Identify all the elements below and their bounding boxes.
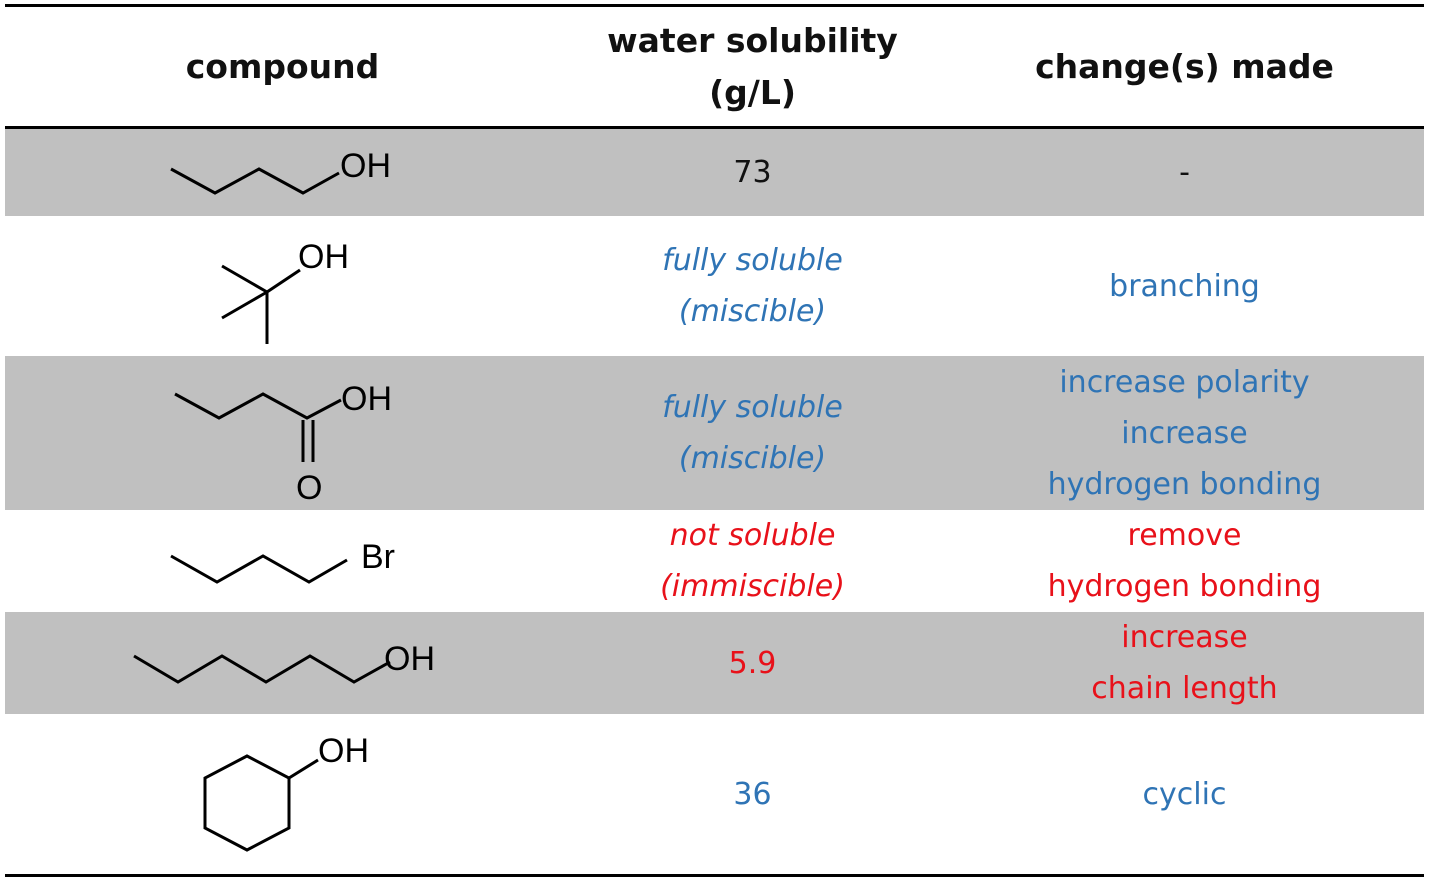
hydroxyl-bond (288, 758, 319, 780)
solubility-value-line1: fully soluble (662, 390, 843, 425)
compound-cell: OH (5, 129, 560, 216)
changes-value-line2: increase (1121, 415, 1248, 451)
compound-cell: OH (5, 612, 560, 714)
solubility-cell: fully soluble (miscible) (560, 356, 945, 510)
hydroxyl-label: OH (341, 380, 392, 418)
carbon-chain (170, 554, 348, 584)
table-row: OH fully soluble (miscible) branching (5, 216, 1424, 356)
hydroxyl-label: OH (298, 238, 349, 276)
bromobutane-structure: Br (170, 538, 395, 584)
table-top-rule (5, 4, 1424, 7)
carbon-chain (174, 392, 342, 420)
header-solubility-line2: (g/L) (709, 72, 796, 112)
header-solubility-line1: water solubility (607, 20, 898, 60)
changes-cell: increase chain length (945, 612, 1424, 714)
hydroxyl-label: OH (384, 640, 435, 678)
cyclohexane-ring (203, 754, 291, 852)
table-row: OH O fully soluble (miscible) increase p… (5, 356, 1424, 510)
hydroxyl-label: OH (318, 732, 369, 770)
table-header: compound water solubility (g/L) change(s… (5, 7, 1424, 126)
changes-value-line2: hydrogen bonding (1047, 569, 1322, 604)
carbon-chain (133, 654, 391, 684)
bromine-label: Br (361, 538, 395, 576)
compound-cell: OH (5, 714, 560, 874)
tert-butanol-structure: OH (221, 238, 349, 344)
header-compound-cell: compound (5, 7, 560, 126)
compound-cell: OH (5, 216, 560, 356)
hydroxyl-label: OH (340, 147, 391, 185)
changes-value: branching (1109, 268, 1260, 304)
solubility-value-line2: (immiscible) (660, 569, 845, 604)
header-changes: change(s) made (1035, 46, 1334, 86)
solubility-value: 36 (733, 776, 772, 812)
table-row: OH 5.9 increase chain length (5, 612, 1424, 714)
solubility-cell: not soluble (immiscible) (560, 510, 945, 612)
butanoic-acid-structure: OH O (174, 380, 392, 507)
solubility-value-line1: fully soluble (662, 243, 843, 278)
changes-value-line1: increase (1121, 620, 1248, 655)
changes-value: cyclic (1142, 776, 1227, 812)
hexanol-structure: OH (133, 640, 435, 684)
table-bottom-rule (5, 874, 1424, 877)
header-rule (5, 126, 1424, 129)
changes-cell: cyclic (945, 714, 1424, 874)
solubility-value: 5.9 (728, 645, 777, 681)
solubility-value-line2: (miscible) (678, 441, 827, 476)
changes-value: - (1179, 155, 1190, 190)
table-row: OH 73 - (5, 129, 1424, 216)
changes-value-line2: chain length (1091, 671, 1278, 706)
cyclohexanol-structure: OH (203, 732, 369, 852)
header-changes-cell: change(s) made (945, 7, 1424, 126)
hydroxyl-bond (266, 268, 301, 294)
changes-value-line1: remove (1127, 518, 1242, 553)
solubility-value-line2: (miscible) (678, 294, 827, 329)
solubility-cell: 73 (560, 129, 945, 216)
changes-value-line3: hydrogen bonding (1047, 466, 1322, 502)
changes-cell: branching (945, 216, 1424, 356)
methyl-bond (221, 290, 268, 320)
table-row: Br not soluble (immiscible) remove hydro… (5, 510, 1424, 612)
changes-value-line1: increase polarity (1059, 364, 1310, 400)
methyl-bond (221, 264, 268, 294)
carbonyl-oxygen-label: O (296, 469, 322, 507)
changes-cell: remove hydrogen bonding (945, 510, 1424, 612)
compound-cell: OH O (5, 356, 560, 510)
changes-cell: increase polarity increase hydrogen bond… (945, 356, 1424, 510)
solubility-value-line1: not soluble (669, 518, 836, 553)
solubility-value: 73 (733, 155, 772, 190)
table-row: OH 36 cyclic (5, 714, 1424, 874)
header-compound: compound (185, 46, 380, 86)
carbon-chain (170, 167, 340, 195)
solubility-cell: 36 (560, 714, 945, 874)
butanol-structure: OH (170, 147, 391, 195)
changes-cell: - (945, 129, 1424, 216)
solubility-cell: fully soluble (miscible) (560, 216, 945, 356)
solubility-cell: 5.9 (560, 612, 945, 714)
compound-cell: Br (5, 510, 560, 612)
header-solubility-cell: water solubility (g/L) (560, 7, 945, 126)
